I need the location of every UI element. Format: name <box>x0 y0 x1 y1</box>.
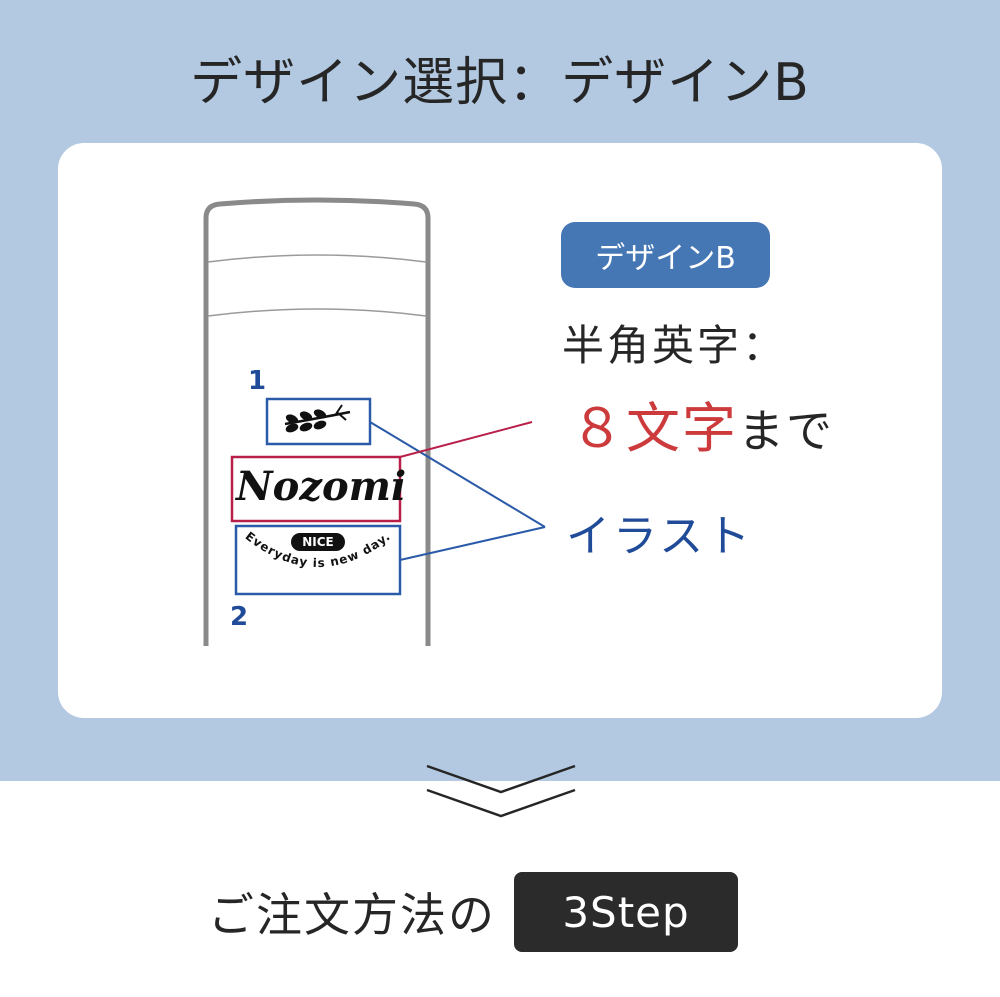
page-title: デザイン選択：デザインB <box>190 53 810 113</box>
footer-heading: ご注文方法の 3Step <box>208 872 738 952</box>
spec-label: 半角英字： <box>562 321 788 370</box>
chevron-down-icon <box>426 764 576 818</box>
spec-limit: ８文字まで <box>570 384 834 463</box>
char-suffix: まで <box>738 404 834 458</box>
name-preview: Nozomi <box>236 463 407 510</box>
leaf-branch-icon <box>284 404 351 433</box>
marker-2: 2 <box>230 602 249 632</box>
footer-text: ご注文方法の <box>208 888 496 942</box>
char-count: ８文字 <box>570 397 738 460</box>
marker-1: 1 <box>248 366 267 396</box>
step-badge: 3Step <box>514 872 738 952</box>
design-badge: デザインB <box>561 222 770 288</box>
illustration-label: イラスト <box>566 511 754 562</box>
nice-badge: NICE <box>291 533 345 551</box>
